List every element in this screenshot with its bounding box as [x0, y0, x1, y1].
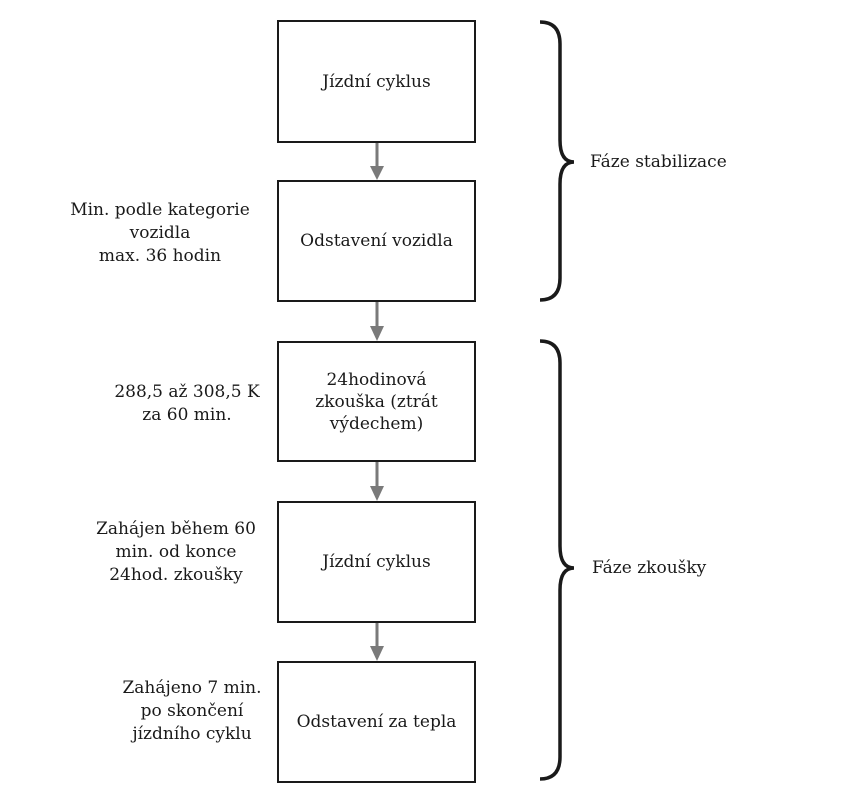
note-line: 24hod. zkoušky — [109, 565, 243, 585]
phase-label-stabilization: Fáze stabilizace — [590, 152, 727, 172]
step-hot-soak: Odstavení za tepla — [277, 661, 476, 783]
step-24h-test: 24hodinová zkouška (ztrát výdechem) — [277, 341, 476, 462]
note-line: za 60 min. — [142, 405, 232, 425]
arrow-2 — [370, 301, 384, 341]
note-line: 288,5 až 308,5 K — [114, 382, 260, 402]
step-vehicle-parking: Odstavení vozidla — [277, 180, 476, 302]
step-label-line: výdechem) — [329, 413, 424, 434]
note-line: vozidla — [129, 223, 191, 243]
note-line: Zahájeno 7 min. — [122, 678, 262, 698]
note-line: Zahájen během 60 — [96, 519, 256, 539]
arrow-3 — [370, 461, 384, 501]
note-line: Min. podle kategorie — [70, 200, 250, 220]
note-line: jízdního cyklu — [132, 724, 252, 744]
note-start-after-cycle: Zahájeno 7 min. po skončení jízdního cyk… — [102, 677, 282, 746]
step-label-line: zkouška (ztrát — [315, 391, 438, 412]
note-start-after-test: Zahájen během 60 min. od konce 24hod. zk… — [76, 518, 276, 587]
arrow-4 — [370, 622, 384, 661]
note-parking-duration: Min. podle kategorie vozidla max. 36 hod… — [60, 199, 260, 268]
step-label-line: Odstavení vozidla — [300, 231, 453, 251]
note-line: po skončení — [140, 701, 244, 721]
step-label-line: 24hodinová — [326, 369, 427, 390]
brace-stabilization — [539, 20, 575, 302]
brace-test — [539, 339, 575, 781]
note-temperature: 288,5 až 308,5 K za 60 min. — [87, 381, 287, 427]
step-driving-cycle-1: Jízdní cyklus — [277, 20, 476, 143]
step-label-line: Odstavení za tepla — [296, 712, 457, 732]
note-line: min. od konce — [115, 542, 237, 562]
step-label-line: Jízdní cyklus — [322, 552, 431, 572]
step-driving-cycle-2: Jízdní cyklus — [277, 501, 476, 623]
arrow-1 — [370, 142, 384, 180]
phase-label-test: Fáze zkoušky — [592, 558, 707, 578]
step-label-line: Jízdní cyklus — [322, 71, 431, 92]
note-line: max. 36 hodin — [98, 246, 222, 266]
